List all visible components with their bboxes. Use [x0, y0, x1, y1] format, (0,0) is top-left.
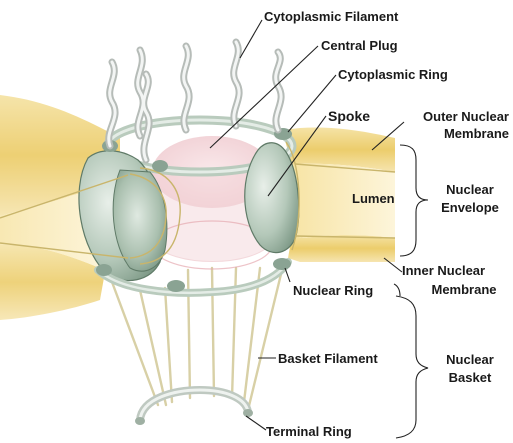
- label-nuclear-ring: Nuclear Ring: [293, 283, 373, 298]
- label-nuclear-basket-line1: Nuclear: [434, 352, 506, 367]
- label-inner-nuclear-membrane-line1: Inner Nuclear: [402, 263, 485, 278]
- leader-nuclear-ring: [285, 268, 290, 282]
- label-central-plug: Central Plug: [321, 38, 398, 53]
- label-cytoplasmic-ring: Cytoplasmic Ring: [338, 67, 448, 82]
- label-nuclear-envelope-line2: Envelope: [432, 200, 508, 215]
- bracket-nuclear-basket: [396, 296, 428, 438]
- label-basket-filament: Basket Filament: [278, 351, 378, 366]
- bracket-nuclear-envelope: [400, 145, 428, 256]
- label-outer-nuclear-membrane-line2: Membrane: [396, 126, 509, 141]
- label-cytoplasmic-filament: Cytoplasmic Filament: [264, 9, 398, 24]
- leader-terminal-ring: [246, 416, 266, 430]
- label-spoke: Spoke: [328, 109, 370, 124]
- leader-cytoplasmic-filament: [240, 20, 262, 58]
- terminal-ring: [135, 390, 253, 425]
- inner-membrane-right: [288, 235, 395, 262]
- label-lumen: Lumen: [352, 191, 395, 206]
- label-outer-nuclear-membrane-line1: Outer Nuclear: [396, 109, 509, 124]
- label-nuclear-envelope-line1: Nuclear: [432, 182, 508, 197]
- label-nuclear-basket-line2: Basket: [434, 370, 506, 385]
- bracket-lumen-tail: [394, 284, 400, 296]
- label-inner-nuclear-membrane-line2: Membrane: [420, 282, 508, 297]
- label-terminal-ring: Terminal Ring: [266, 424, 352, 439]
